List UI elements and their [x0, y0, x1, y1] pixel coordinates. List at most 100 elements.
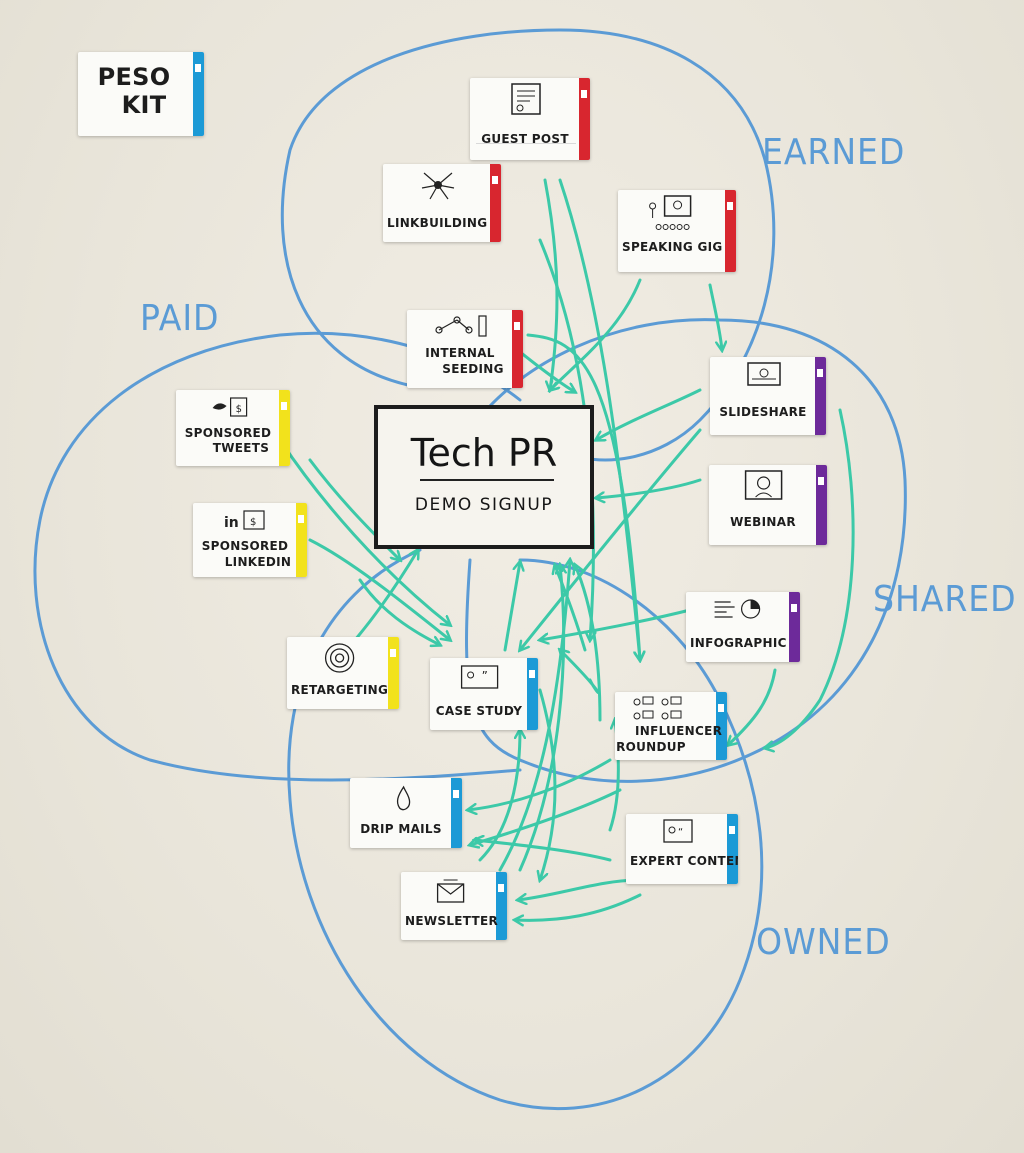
card-infographic: INFOGRAPHIC — [686, 592, 800, 662]
arrow — [498, 560, 570, 872]
people-icon — [435, 315, 487, 337]
card-label-line2: SEEDING — [442, 362, 504, 376]
arrow — [475, 840, 612, 862]
arrow — [470, 788, 622, 845]
card-tab — [815, 357, 826, 435]
card-sponsored-linkedin: in $ SPONSORED LINKEDIN — [193, 503, 307, 577]
card-label-line1: INTERNAL — [425, 346, 495, 360]
chat-icon — [633, 696, 682, 720]
arrow — [518, 878, 642, 900]
linkedin-icon: in $ — [224, 510, 265, 531]
card-tab — [496, 872, 507, 940]
tech-pr-goal-box: Tech PR DEMO SIGNUP — [374, 405, 594, 549]
card-label-line2: ROUNDUP — [616, 740, 686, 754]
arrow — [518, 565, 564, 872]
arrow — [540, 608, 692, 640]
goal-divider — [420, 479, 554, 481]
card-newsletter: NEWSLETTER — [401, 872, 507, 940]
card-tab — [388, 637, 399, 709]
card-tab — [789, 592, 800, 662]
svg-text:”: ” — [482, 669, 488, 683]
arrow — [515, 893, 642, 920]
arrow — [575, 565, 602, 722]
card-label: RETARGETING — [291, 683, 389, 697]
arrow — [560, 650, 600, 694]
arrow — [526, 333, 640, 660]
card-guest-post: GUEST POST — [470, 78, 590, 160]
linkedin-icon-text: in — [224, 515, 239, 531]
arrow — [353, 550, 418, 642]
document-icon — [511, 83, 541, 115]
arrow — [308, 458, 400, 560]
arrow — [728, 668, 777, 745]
arrow — [278, 438, 450, 625]
arrow — [468, 758, 612, 810]
arrow — [550, 278, 642, 390]
card-label: NEWSLETTER — [405, 914, 499, 928]
goal-subtitle: DEMO SIGNUP — [414, 495, 554, 515]
zone-label-shared: SHARED — [873, 579, 1017, 620]
card-tab — [716, 692, 727, 760]
zone-label-owned: OWNED — [756, 922, 891, 963]
quote-icon: ” — [460, 665, 499, 689]
card-label: WEBINAR — [730, 515, 796, 529]
arrow — [358, 578, 440, 645]
owned-circle — [287, 548, 764, 1110]
expert-icon: “ — [663, 819, 693, 843]
card-tab — [725, 190, 736, 272]
card-tab — [193, 52, 204, 136]
card-label-line2: LINKEDIN — [224, 555, 292, 569]
card-case-study: ” CASE STUDY — [430, 658, 538, 730]
peso-kit-card: PESO KIT — [78, 52, 204, 136]
zone-label-earned: EARNED — [762, 132, 906, 173]
card-retargeting: RETARGETING — [287, 637, 399, 709]
arrow — [503, 562, 520, 652]
card-label: CASE STUDY — [435, 704, 523, 718]
slides-icon — [747, 362, 781, 386]
card-tab — [296, 503, 307, 577]
card-label-line1: INFLUENCER — [635, 724, 723, 738]
card-internal-seeding: INTERNAL SEEDING — [407, 310, 523, 388]
speaker-icon — [744, 470, 783, 500]
drop-icon — [396, 785, 411, 811]
zone-label-paid: PAID — [140, 298, 220, 339]
card-tab — [816, 465, 827, 545]
card-label: DRIP MAILS — [360, 822, 442, 836]
chart-icon — [714, 599, 761, 619]
arrow — [308, 538, 450, 640]
card-influencer-roundup: INFLUENCER ROUNDUP — [615, 692, 727, 760]
card-label: GUEST POST — [481, 132, 569, 146]
card-sponsored-tweets: $ SPONSORED TWEETS — [176, 390, 290, 466]
card-slideshare: SLIDESHARE — [710, 357, 826, 435]
arrow — [558, 178, 640, 660]
card-tab — [579, 78, 590, 160]
svg-text:“: “ — [678, 827, 683, 838]
arrow — [765, 408, 855, 748]
card-rule — [476, 143, 576, 144]
card-label: SLIDESHARE — [719, 405, 807, 419]
card-linkbuilding: LINKBUILDING — [383, 164, 501, 242]
twitter-icon: $ — [212, 397, 248, 417]
target-icon — [324, 643, 355, 673]
peso-kit-title-line1: PESO — [97, 63, 171, 91]
envelope-icon — [436, 879, 465, 903]
card-speaking-gig: SPEAKING GIG — [618, 190, 736, 272]
svg-text:$: $ — [250, 517, 256, 528]
paid-circle — [33, 331, 522, 782]
arrow — [596, 388, 702, 440]
card-tab — [727, 814, 738, 884]
presentation-icon — [649, 195, 692, 230]
arrow — [596, 478, 702, 498]
card-webinar: WEBINAR — [709, 465, 827, 545]
card-expert-content: “ EXPERT CONTENT — [626, 814, 738, 884]
card-label-line1: SPONSORED — [201, 539, 289, 553]
card-label: INFOGRAPHIC — [690, 636, 787, 650]
goal-title: Tech PR — [410, 431, 558, 475]
arrow — [520, 428, 702, 650]
card-tab — [490, 164, 501, 242]
card-label-line2: TWEETS — [212, 441, 270, 455]
card-drip-mails: DRIP MAILS — [350, 778, 462, 848]
card-tab — [451, 778, 462, 848]
